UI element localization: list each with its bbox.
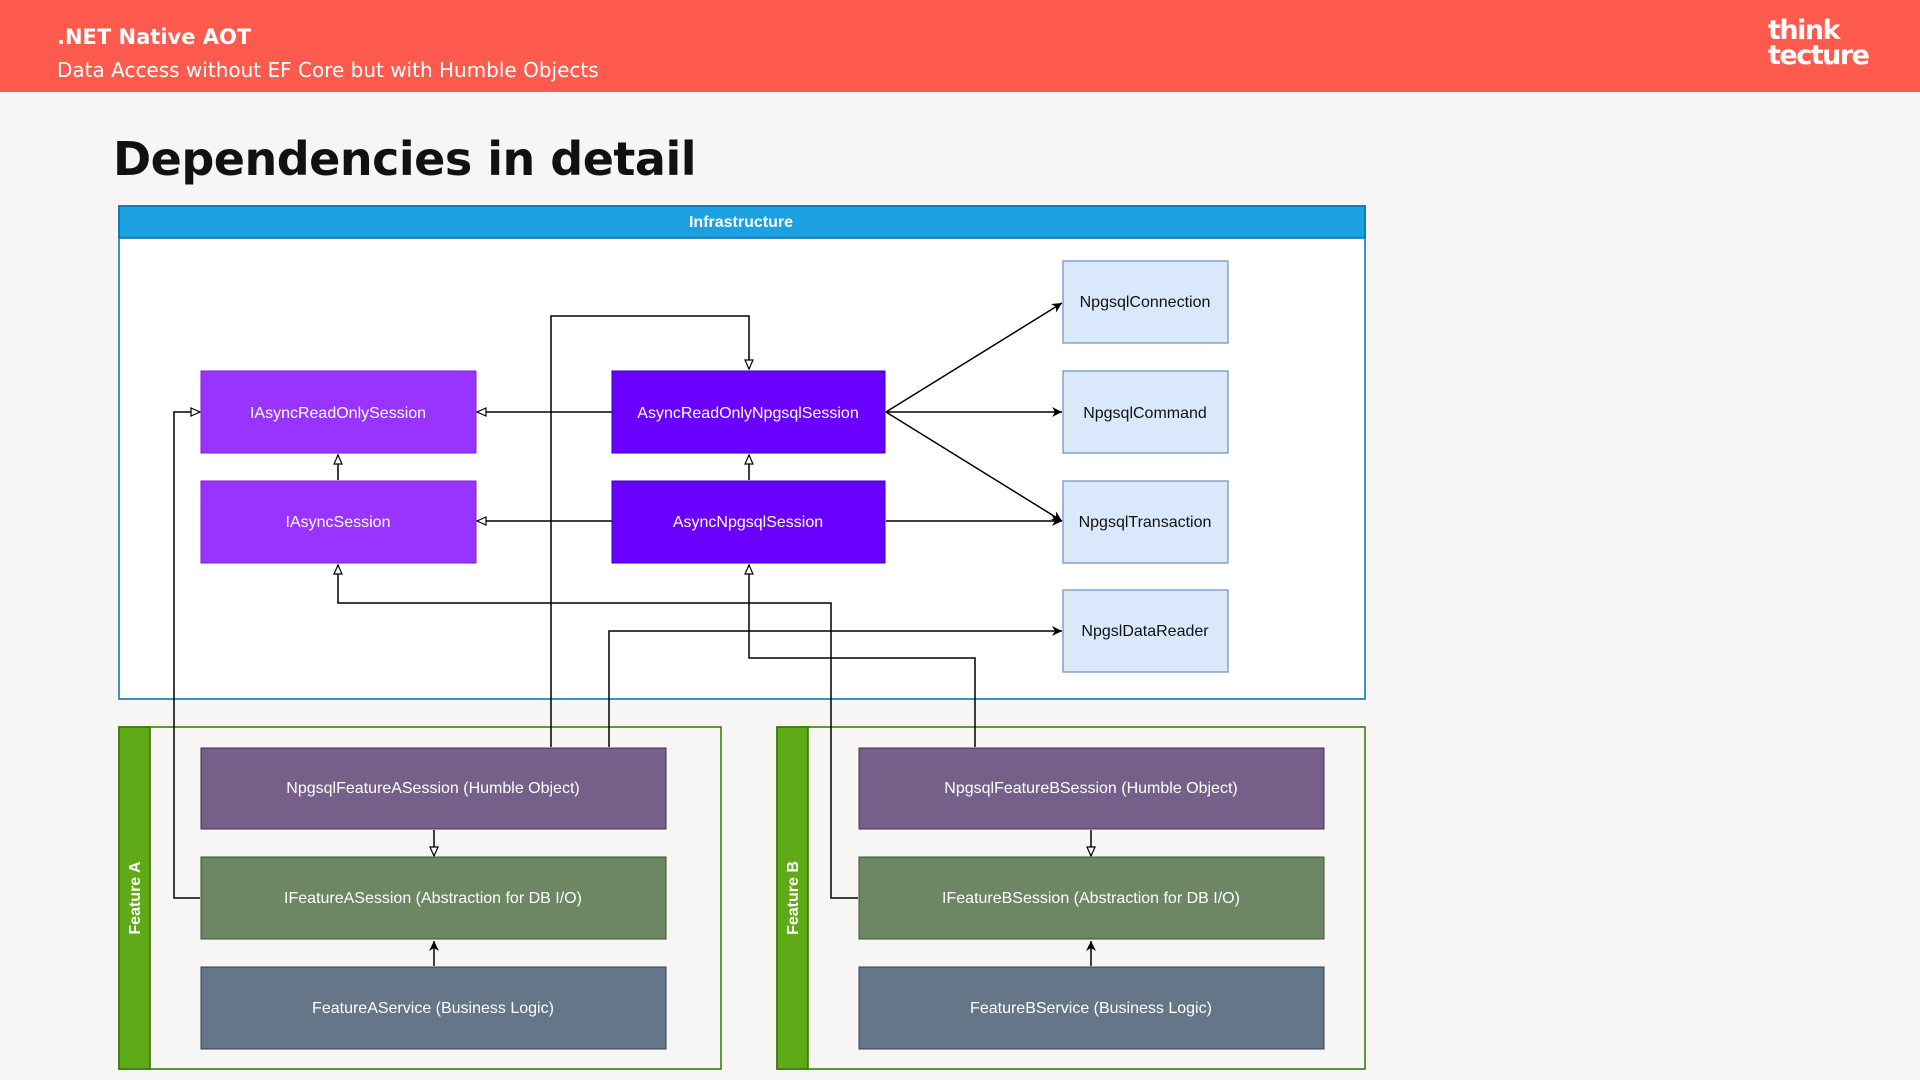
edge-readonly-to-transaction [885,411,1063,522]
node-npgsql-connection-label: NpgsqlConnection [1080,294,1211,311]
node-ifeature-b-session-label: IFeatureBSession (Abstraction for DB I/O… [942,890,1240,907]
node-async-npgsql-session-label: AsyncNpgsqlSession [673,514,823,531]
node-feature-a-service: FeatureAService (Business Logic) [200,966,667,1050]
logo-line-1: think [1768,15,1841,46]
node-feature-a-service-label: FeatureAService (Business Logic) [312,1000,554,1017]
edge-humble-a-to-async-readonly-session [550,315,754,747]
node-async-readonly-npgsql-session-label: AsyncReadOnlyNpgsqlSession [637,405,858,422]
node-npgsl-data-reader-label: NpgslDataReader [1081,623,1209,640]
node-iasync-readonly-session-label: IAsyncReadOnlySession [250,405,426,422]
edge-humble-a-to-data-reader [608,626,1062,747]
node-ifeature-a-session: IFeatureASession (Abstraction for DB I/O… [200,856,667,940]
node-async-readonly-npgsql-session: AsyncReadOnlyNpgsqlSession [611,370,886,454]
node-npgsl-data-reader: NpgslDataReader [1062,589,1229,673]
node-npgsql-feature-b-session-label: NpgsqlFeatureBSession (Humble Object) [944,780,1237,797]
node-npgsql-transaction: NpgsqlTransaction [1062,480,1229,564]
infrastructure-label: Infrastructure [689,214,793,231]
node-npgsql-feature-a-session: NpgsqlFeatureASession (Humble Object) [200,747,667,830]
node-iasync-readonly-session: IAsyncReadOnlySession [200,370,477,454]
node-npgsql-command: NpgsqlCommand [1062,370,1229,454]
node-npgsql-connection: NpgsqlConnection [1062,260,1229,344]
edge-readonly-to-connection [885,302,1063,413]
thinktecture-logo: think tecture [1768,15,1870,71]
header-bar: .NET Native AOT Data Access without EF C… [0,0,1920,92]
presentation-title: .NET Native AOT [57,25,252,49]
feature-b-label: Feature B [785,861,802,935]
node-feature-b-service: FeatureBService (Business Logic) [858,966,1325,1050]
node-iasync-session-label: IAsyncSession [286,514,391,531]
node-async-npgsql-session: AsyncNpgsqlSession [611,480,886,564]
node-iasync-session: IAsyncSession [200,480,477,564]
connectors [173,302,1096,966]
edge-humble-b-to-async-session [744,563,976,747]
node-ifeature-a-session-label: IFeatureASession (Abstraction for DB I/O… [284,890,582,907]
feature-a-label: Feature A [127,861,144,935]
node-npgsql-feature-a-session-label: NpgsqlFeatureASession (Humble Object) [286,780,579,797]
node-ifeature-b-session: IFeatureBSession (Abstraction for DB I/O… [858,856,1325,940]
node-npgsql-command-label: NpgsqlCommand [1083,405,1207,422]
slide-title: Dependencies in detail [113,132,696,186]
edge-ifeature-b-to-iasync-session [333,563,858,899]
node-npgsql-transaction-label: NpgsqlTransaction [1079,514,1212,531]
node-npgsql-feature-b-session: NpgsqlFeatureBSession (Humble Object) [858,747,1325,830]
presentation-subtitle: Data Access without EF Core but with Hum… [57,58,599,82]
logo-line-2: tecture [1768,40,1870,71]
edge-ifeature-a-to-readonly-interface [173,407,202,899]
node-feature-b-service-label: FeatureBService (Business Logic) [970,1000,1212,1017]
